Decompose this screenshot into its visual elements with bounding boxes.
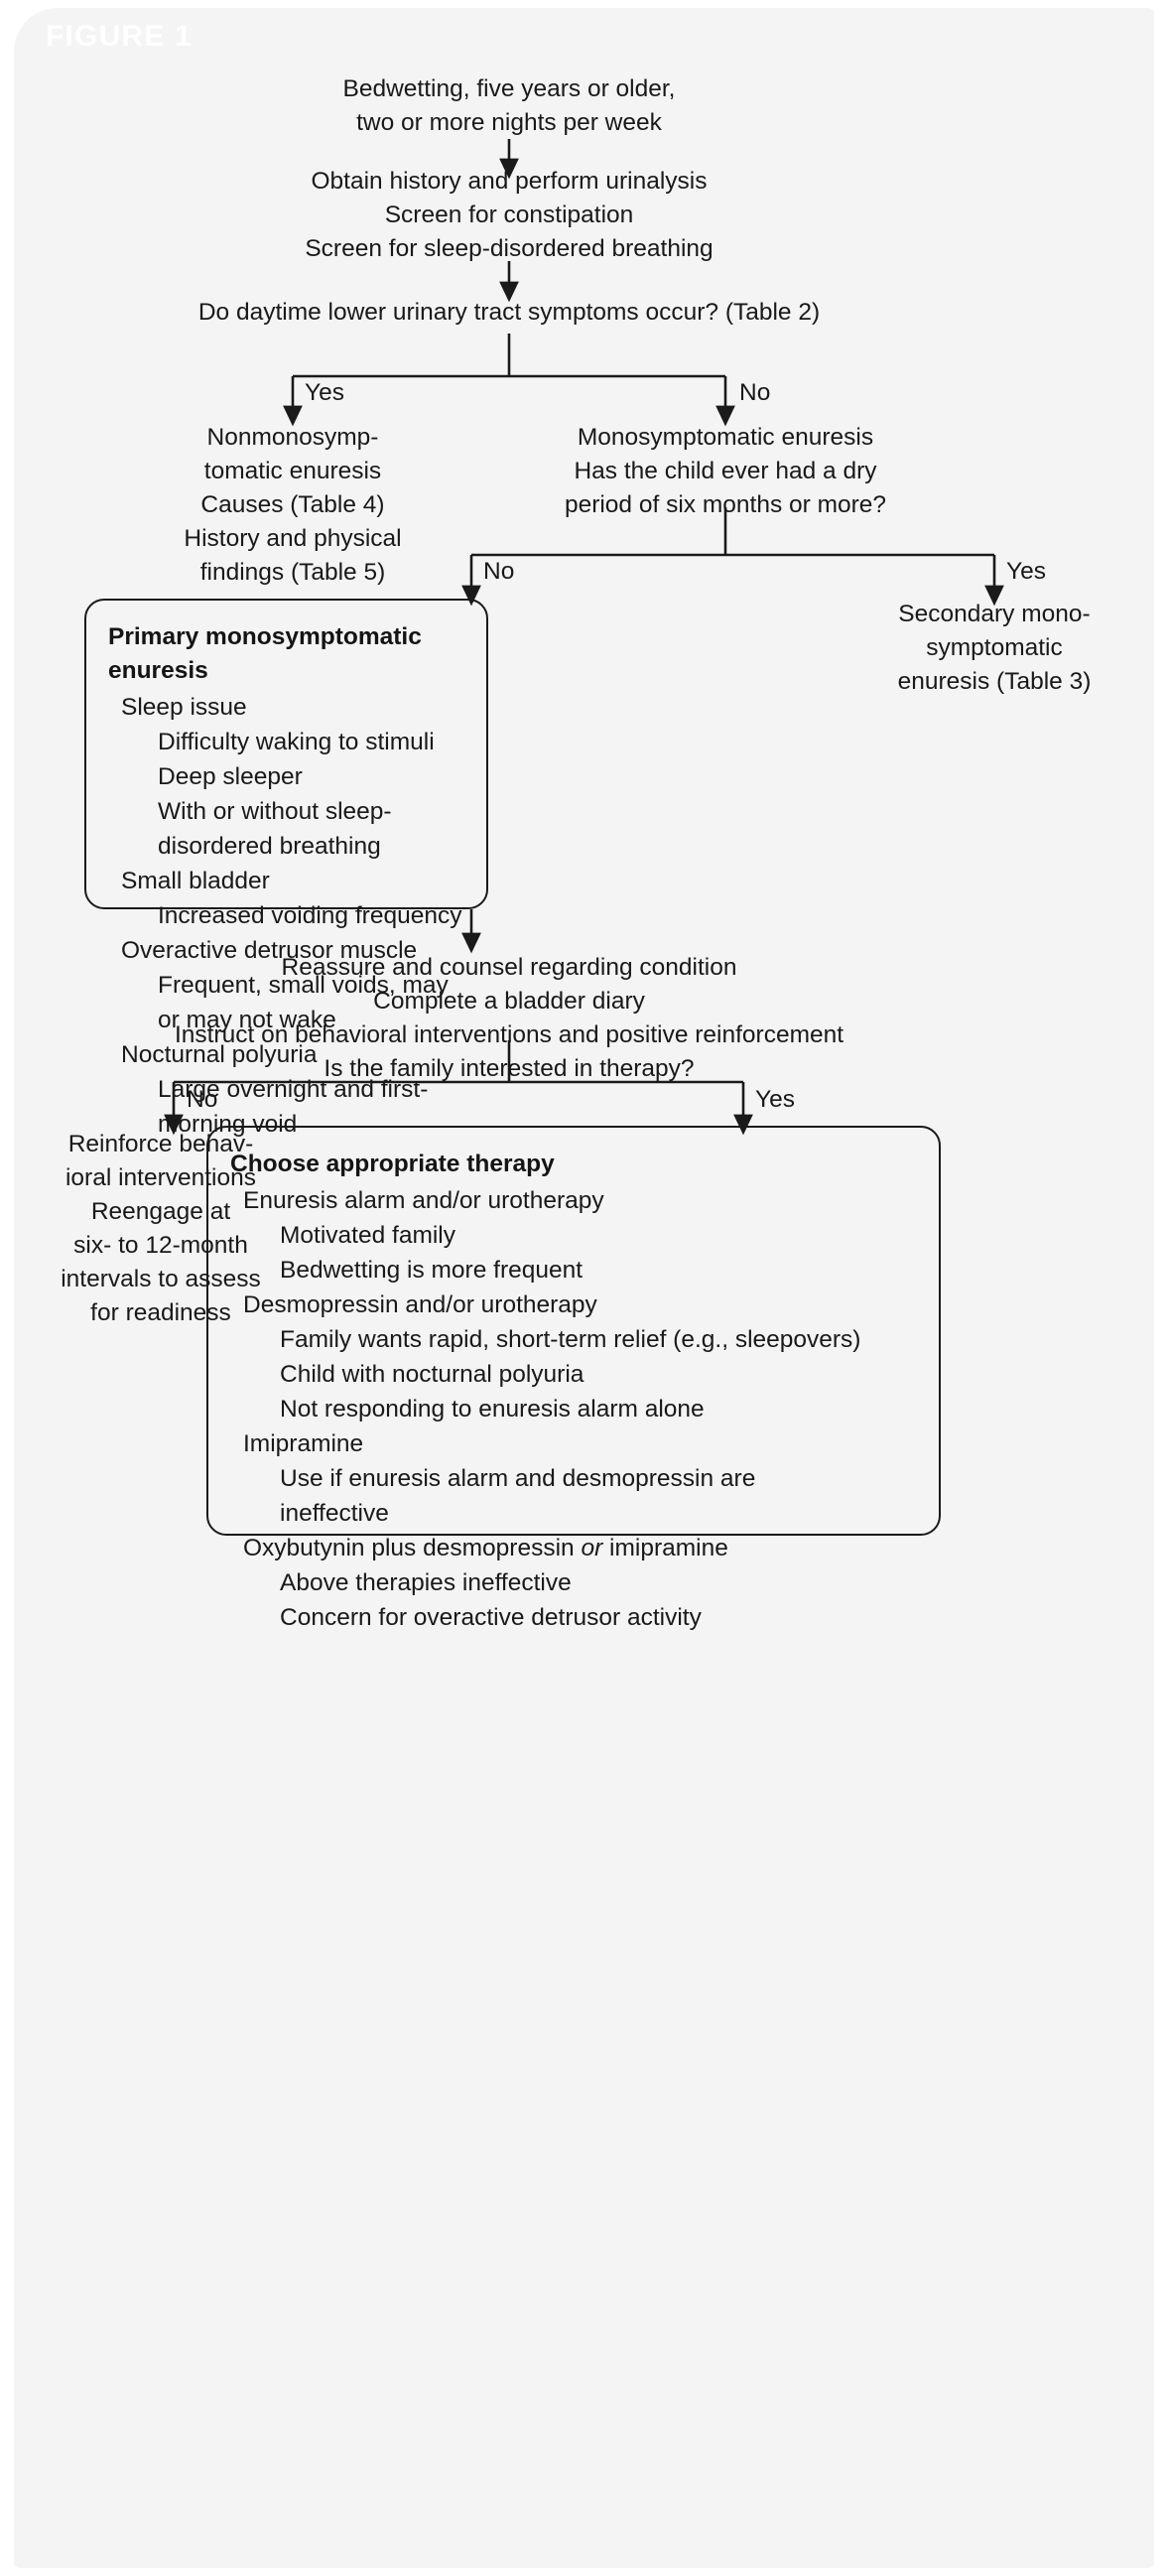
list-item: Large overnight and first-morning void bbox=[158, 1076, 429, 1138]
list-item: Deep sleeper bbox=[158, 763, 303, 790]
list-item: Desmopressin and/or urotherapy bbox=[243, 1291, 597, 1318]
node-monosymptomatic: Monosymptomatic enuresis Has the child e… bbox=[564, 424, 887, 518]
list-item: Overactive detrusor muscle bbox=[121, 937, 418, 964]
edge-label-luts-yes: Yes bbox=[305, 379, 344, 406]
list-item: Sleep issue bbox=[121, 694, 247, 721]
node-reinforce: Reinforce behav- ioral interventions Ree… bbox=[61, 1131, 261, 1326]
list-item: ineffective bbox=[280, 1500, 389, 1527]
list-item: Difficulty waking to stimuli bbox=[158, 729, 435, 755]
list-item: Enuresis alarm and/or urotherapy bbox=[243, 1187, 604, 1214]
primary-monosymptomatic-box: Primary monosymptomatic enuresis Sleep i… bbox=[84, 599, 488, 1138]
list-item: With or without sleep-disordered breathi… bbox=[158, 798, 392, 860]
list-item: Small bladder bbox=[121, 868, 270, 894]
edge-label-dry-no: No bbox=[483, 558, 515, 585]
emphasis-text: or bbox=[581, 1535, 603, 1561]
list-item: Nocturnal polyuria bbox=[121, 1041, 318, 1068]
node-start: Bedwetting, five years or older, two or … bbox=[342, 75, 676, 136]
list-item: Above therapies ineffective bbox=[280, 1569, 572, 1596]
list-item: Use if enuresis alarm and desmopressin a… bbox=[280, 1465, 756, 1492]
list-item: Concern for overactive detrusor activity bbox=[280, 1604, 702, 1631]
choose-therapy-box: Choose appropriate therapy Enuresis alar… bbox=[206, 1126, 941, 1631]
node-reassure: Reassure and counsel regarding condition… bbox=[174, 954, 844, 1082]
list-item: Frequent, small voids, may or may not wa… bbox=[158, 972, 449, 1033]
list-item: Oxybutynin plus desmopressin or imiprami… bbox=[243, 1535, 728, 1561]
list-item: Family wants rapid, short-term relief (e… bbox=[280, 1326, 861, 1353]
figure-panel bbox=[14, 8, 1154, 2568]
node-nonmonosymptomatic: Nonmonosymp- tomatic enuresis Causes (Ta… bbox=[184, 424, 402, 586]
list-item: Child with nocturnal polyuria bbox=[280, 1361, 584, 1388]
edge-label-therapy-yes: Yes bbox=[755, 1086, 795, 1113]
list-item: Increased voiding frequency bbox=[158, 902, 462, 929]
node-decision-luts: Do daytime lower urinary tract symptoms … bbox=[197, 299, 821, 326]
edge-label-dry-yes: Yes bbox=[1006, 558, 1046, 585]
node-secondary-monosymptomatic: Secondary mono- symptomatic enuresis (Ta… bbox=[897, 601, 1092, 695]
figure-label: FIGURE 1 bbox=[46, 20, 193, 53]
node-workup: Obtain history and perform urinalysis Sc… bbox=[305, 168, 714, 262]
edge-label-therapy-no: No bbox=[187, 1086, 218, 1113]
list-item: Motivated family bbox=[280, 1222, 456, 1249]
primary-box-title: Primary monosymptomatic enuresis bbox=[108, 623, 422, 684]
edge-label-luts-no: No bbox=[739, 379, 771, 406]
list-item: Imipramine bbox=[243, 1430, 364, 1457]
list-item: Not responding to enuresis alarm alone bbox=[280, 1396, 705, 1423]
list-item: Bedwetting is more frequent bbox=[280, 1257, 584, 1284]
therapy-box-title: Choose appropriate therapy bbox=[230, 1151, 555, 1177]
